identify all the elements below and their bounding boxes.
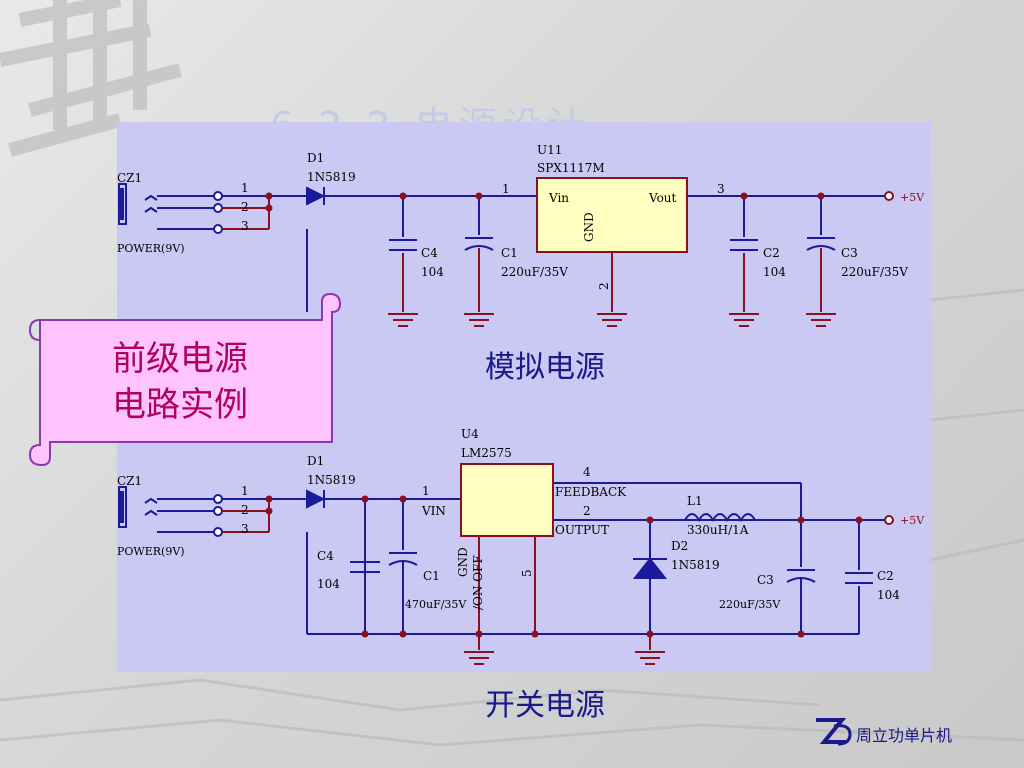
analog-output-label: +5V: [900, 191, 925, 204]
switch-c3-value: 220uF/35V: [719, 598, 781, 611]
analog-power-label: 模拟电源: [485, 350, 605, 385]
company-logo-icon: [816, 718, 852, 746]
ground-symbol: [805, 313, 837, 327]
analog-pin-label: 3: [241, 219, 249, 233]
schematic-diagram: CZ1 POWER(9V) 1 2 3 D1 1N5819 U11 SPX111…: [117, 143, 925, 665]
analog-c2-ref: C2: [763, 246, 780, 260]
switch-u4-ref: U4: [461, 427, 479, 441]
switch-output-label: +5V: [900, 514, 925, 527]
analog-c3-ref: C3: [841, 246, 858, 260]
analog-u11-value: SPX1117M: [537, 161, 605, 175]
switch-pin-label: 3: [241, 522, 249, 536]
callout-line: 电路实例: [112, 385, 248, 425]
switching-circuit: [118, 463, 894, 650]
callout-text: 前级电源 电路实例: [112, 336, 312, 428]
switch-pin-label: 1: [241, 484, 249, 498]
analog-pin-label: 2: [241, 200, 249, 214]
analog-junctions: [265, 192, 825, 212]
switch-l1-ref: L1: [687, 494, 703, 508]
switch-pin-num: 5: [520, 569, 534, 577]
scroll-callout: [28, 292, 342, 467]
ground-symbol: [463, 651, 495, 665]
analog-c4-ref: C4: [421, 246, 438, 260]
switch-pin-num: 2: [583, 504, 591, 518]
switch-pin-label: 2: [241, 503, 249, 517]
switch-d1-value: 1N5819: [307, 473, 356, 487]
switch-pin-output: OUTPUT: [555, 523, 609, 537]
switch-c4-ref: C4: [317, 549, 334, 563]
switch-pin-vin: VIN: [421, 504, 446, 518]
footer-company-name: 周立功单片机: [856, 726, 953, 745]
switch-c2-ref: C2: [877, 569, 894, 583]
analog-pin-num: 1: [502, 182, 510, 196]
switch-connector-ref: CZ1: [117, 474, 142, 488]
analog-d1-value: 1N5819: [307, 170, 356, 184]
analog-connector-value: POWER(9V): [117, 242, 185, 255]
switch-connector-value: POWER(9V): [117, 545, 185, 558]
switch-c1-value: 470uF/35V: [405, 598, 467, 611]
switch-pin-num: 4: [583, 465, 591, 479]
analog-u11-ref: U11: [537, 143, 562, 157]
switch-c4-value: 104: [317, 577, 340, 591]
switch-d2-value: 1N5819: [671, 558, 720, 572]
ground-symbol: [387, 313, 419, 327]
analog-pin-num: 2: [597, 282, 611, 290]
analog-pin-label: 1: [241, 181, 249, 195]
switch-l1-value: 330uH/1A: [687, 523, 749, 537]
ground-symbol: [634, 651, 666, 665]
switching-power-label: 开关电源: [485, 688, 605, 723]
ground-symbol: [596, 313, 628, 327]
switch-c2-value: 104: [877, 588, 900, 602]
switch-pin-gnd: GND: [456, 547, 470, 577]
analog-circuit: [118, 177, 894, 312]
analog-pin-gnd: GND: [582, 212, 596, 242]
switch-d2-ref: D2: [671, 539, 688, 553]
analog-c1-value: 220uF/35V: [501, 265, 568, 279]
analog-c2-value: 104: [763, 265, 786, 279]
switch-c3-ref: C3: [757, 573, 774, 587]
analog-c3-value: 220uF/35V: [841, 265, 908, 279]
switch-c1-ref: C1: [423, 569, 440, 583]
ground-symbol: [728, 313, 760, 327]
switching-junctions: [265, 495, 863, 638]
callout-line: 前级电源: [112, 339, 248, 379]
analog-pin-vout: Vout: [648, 191, 677, 205]
analog-c1-ref: C1: [501, 246, 518, 260]
analog-pin-vin: Vin: [548, 191, 569, 205]
analog-c4-value: 104: [421, 265, 444, 279]
switch-pin-num: 1: [422, 484, 430, 498]
analog-connector-ref: CZ1: [117, 171, 142, 185]
switch-pin-onoff: /ON OFF: [471, 555, 485, 610]
switch-u4-value: LM2575: [461, 446, 512, 460]
analog-d1-ref: D1: [307, 151, 324, 165]
analog-pin-num: 3: [717, 182, 725, 196]
switch-d1-ref: D1: [307, 454, 324, 468]
ground-symbol: [463, 313, 495, 327]
switch-pin-feedback: FEEDBACK: [555, 485, 627, 499]
